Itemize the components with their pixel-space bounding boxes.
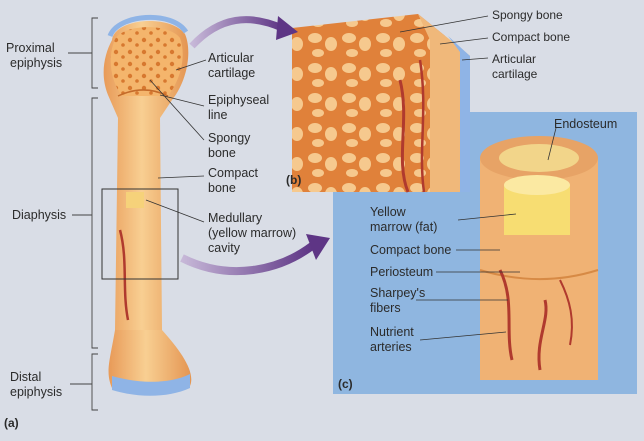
distal-cartilage xyxy=(112,374,190,396)
label-spongy-b: Spongy bone xyxy=(492,8,563,22)
label-compact-a-1: Compact xyxy=(208,166,259,180)
label-yellow-1: Yellow xyxy=(370,205,407,219)
label-sharpey-1: Sharpey's xyxy=(370,286,425,300)
label-periosteum: Periosteum xyxy=(370,265,433,279)
label-proximal: Proximal xyxy=(6,41,55,55)
leader-medullary xyxy=(145,199,205,223)
label-yellow-2: marrow (fat) xyxy=(370,220,437,234)
label-medullary-2: (yellow marrow) xyxy=(208,226,296,240)
leader-epiphyseal xyxy=(159,94,205,107)
label-nutrient-1: Nutrient xyxy=(370,325,414,339)
label-diaphysis: Diaphysis xyxy=(12,208,66,222)
label-epiphyseal-2: line xyxy=(208,108,228,122)
leader-yellow xyxy=(457,213,517,221)
bracket-proximal xyxy=(68,17,98,89)
tag-c: (c) xyxy=(338,377,353,391)
leader-spongy-a xyxy=(149,79,205,141)
arrow-head-c xyxy=(306,234,330,260)
panel-c-illustration xyxy=(479,136,599,380)
panel-b-illustration xyxy=(292,14,470,193)
leader-compact-b xyxy=(439,37,489,45)
leader-endosteum xyxy=(547,127,557,161)
label-distal-epiphysis: epiphysis xyxy=(10,385,62,399)
arrow-head-b xyxy=(276,16,298,40)
label-articular-b-1: Articular xyxy=(492,52,536,66)
label-nutrient-2: arteries xyxy=(370,340,412,354)
long-bone xyxy=(101,14,192,396)
label-medullary-3: cavity xyxy=(208,241,241,255)
distal-epiphysis-shape xyxy=(108,330,192,393)
label-compact-b: Compact bone xyxy=(492,30,570,44)
label-compact-a-2: bone xyxy=(208,181,236,195)
label-epiphyseal-1: Epiphyseal xyxy=(208,93,269,107)
leader-compact-a xyxy=(157,175,205,179)
label-articular-b-2: cartilage xyxy=(492,67,538,81)
label-endosteum: Endosteum xyxy=(554,117,617,131)
label-articular-a-2: cartilage xyxy=(208,66,255,80)
leader-articular-b xyxy=(461,57,489,61)
leader-nutrient xyxy=(419,331,507,341)
arrow-to-panel-b xyxy=(189,16,284,49)
label-sharpey-2: fibers xyxy=(370,301,401,315)
label-spongy-a-2: bone xyxy=(208,146,236,160)
leader-spongy-b xyxy=(399,15,489,33)
medullary-cavity-shape xyxy=(126,192,144,208)
bracket-distal xyxy=(70,353,98,411)
tag-b: (b) xyxy=(286,173,301,187)
label-medullary-1: Medullary xyxy=(208,211,263,225)
bracket-diaphysis xyxy=(72,97,98,349)
detail-box xyxy=(101,188,179,280)
arrow-to-panel-c xyxy=(180,242,315,276)
proximal-cartilage xyxy=(107,14,189,38)
label-distal: Distal xyxy=(10,370,41,384)
label-articular-a-1: Articular xyxy=(208,51,254,65)
label-proximal-epiphysis: epiphysis xyxy=(10,56,62,70)
tag-a: (a) xyxy=(4,416,19,430)
leader-articular-a xyxy=(175,59,207,71)
label-compact-c: Compact bone xyxy=(370,243,451,257)
label-spongy-a-1: Spongy xyxy=(208,131,251,145)
